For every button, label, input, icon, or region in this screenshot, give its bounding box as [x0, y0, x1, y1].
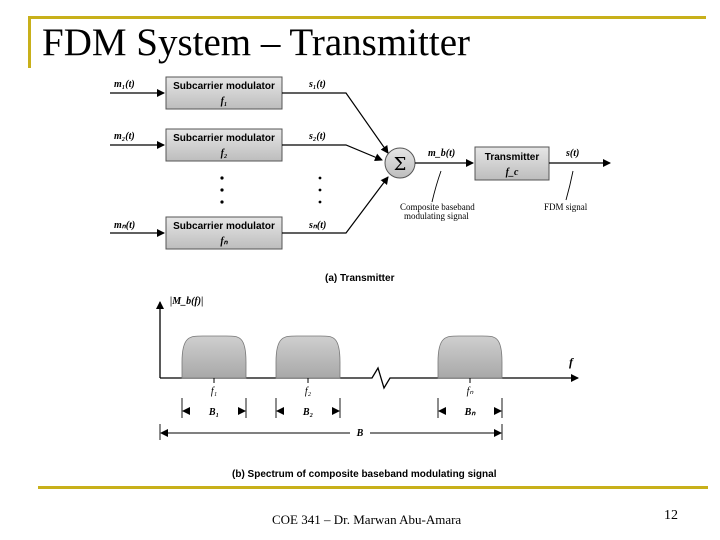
input-m2-label: m₂(t) [114, 131, 135, 142]
signal-line-2 [282, 144, 383, 161]
subcarrier-modulator-box-1 [165, 76, 283, 110]
frame-bottom-rule [38, 486, 708, 489]
transmitter-diagram: m₁(t) m₂(t) mₙ(t) Subcarrier modulator f… [110, 76, 611, 284]
output-sn-label: sₙ(t) [308, 220, 326, 231]
slide-footer: COE 341 – Dr. Marwan Abu-Amara [272, 512, 462, 527]
composite-note-line-2: modulating signal [404, 211, 469, 221]
ellipsis-dots-right [318, 176, 322, 204]
subcarrier-modulator-box-n [165, 216, 283, 250]
subcarrier-modulator-box-2 [165, 128, 283, 162]
transmitter-label: Transmitter [485, 152, 540, 163]
modulator-n-freq: fₙ [220, 236, 228, 247]
output-signal-label: s(t) [565, 148, 579, 159]
band-1-label: B₁ [208, 407, 219, 418]
fdm-note-pointer [565, 170, 574, 201]
frame-left-rule [28, 16, 31, 68]
spectrum-x-label: f [569, 355, 574, 369]
composite-signal-label: m_b(t) [428, 148, 455, 159]
caption-b: (b) Spectrum of composite baseband modul… [232, 469, 497, 480]
modulator-2-freq: f₂ [221, 148, 228, 159]
spectrum-band-2 [275, 335, 341, 379]
tick-f2-label: f₂ [305, 386, 312, 397]
modulator-2-label: Subcarrier modulator [173, 133, 275, 144]
spectrum-band-n [437, 335, 503, 379]
spectrum-band-1 [181, 335, 247, 379]
fdm-note: FDM signal [544, 202, 588, 212]
slide-title: FDM System – Transmitter [42, 21, 470, 64]
ellipsis-dots-left [220, 176, 224, 204]
output-s1-label: s₁(t) [308, 79, 326, 90]
band-n-label: Bₙ [464, 407, 477, 418]
band-2-label: B₂ [302, 407, 313, 418]
spectrum-diagram: |M_b(f)| f f₁ f₂ fₙ B₁ B₂ Bₙ [156, 296, 579, 480]
output-s2-label: s₂(t) [308, 131, 326, 142]
tick-fn-label: fₙ [467, 386, 475, 397]
tick-f1-label: f₁ [211, 386, 217, 397]
input-mn-label: mₙ(t) [114, 220, 135, 231]
input-m1-label: m₁(t) [114, 79, 135, 90]
spectrum-y-label: |M_b(f)| [170, 296, 203, 307]
carrier-freq-label: f_c [506, 167, 519, 178]
frame-top-rule [28, 16, 706, 19]
composite-note-pointer [431, 170, 442, 203]
composite-note-line-1: Composite baseband [400, 202, 475, 212]
signal-line-n [282, 176, 389, 234]
caption-a: (a) Transmitter [325, 273, 395, 284]
page-number: 12 [664, 508, 678, 523]
summer-symbol: Σ [394, 154, 407, 175]
modulator-n-label: Subcarrier modulator [173, 221, 275, 232]
transmitter-box [474, 146, 550, 181]
total-bandwidth-label: B [356, 428, 364, 439]
signal-line-1 [282, 92, 389, 154]
modulator-1-freq: f₁ [221, 96, 228, 107]
modulator-1-label: Subcarrier modulator [173, 81, 275, 92]
